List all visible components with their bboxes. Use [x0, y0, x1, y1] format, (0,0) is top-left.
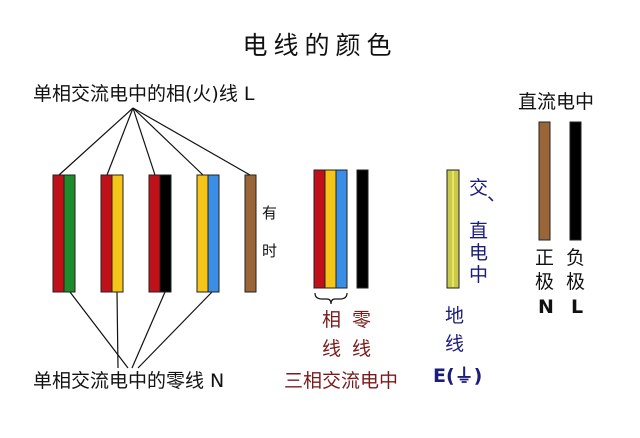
three-phase-caption: 三相交流电中: [284, 370, 398, 392]
sometimes-char-1: 有: [262, 204, 277, 222]
wire-red-black: [148, 174, 172, 293]
neutral-connector-lines: [69, 291, 213, 369]
earth-label-char-2: 线: [445, 333, 464, 355]
dc-caption: 直流电中: [518, 91, 594, 113]
wire-red-green: [52, 174, 76, 293]
positive-char-1: 正: [535, 247, 554, 269]
live-wire-label: 单相交流电中的相(火)线 L: [33, 83, 255, 105]
neutral-wire-label: 单相交流电中的零线 N: [33, 370, 224, 392]
dc-positive-wire: [538, 121, 551, 241]
negative-char-2: 极: [566, 271, 585, 293]
earth-side-char-3: 直: [469, 220, 488, 242]
page-title: 电线的颜色: [242, 31, 397, 60]
phase-char-2: 线: [322, 338, 341, 360]
earth-side-char-1: 交: [469, 177, 488, 199]
three-phase-neutral-wire: [356, 169, 369, 289]
positive-letter: N: [538, 296, 554, 318]
wire-red-yellow: [100, 174, 124, 293]
sometimes-char-2: 时: [262, 242, 277, 260]
dc-negative-wire: [569, 121, 582, 241]
neutral-char-2: 线: [352, 338, 371, 360]
brace: [314, 292, 348, 305]
negative-letter: L: [571, 296, 583, 318]
earth-side-char-2: 、: [487, 183, 506, 205]
live-connector-lines: [58, 107, 251, 176]
phase-char-1: 相: [322, 309, 341, 331]
earth-wire: [446, 169, 460, 289]
wire-yellow-blue: [196, 174, 220, 293]
positive-char-2: 极: [535, 271, 554, 293]
earth-symbol-label: E(⏚): [433, 365, 482, 387]
neutral-char-1: 零: [352, 309, 371, 331]
earth-label-char-1: 地: [445, 305, 464, 327]
negative-char-1: 负: [566, 247, 585, 269]
wire-brown: [244, 174, 257, 293]
earth-side-char-5: 中: [469, 264, 488, 286]
three-phase-live-wires: [313, 169, 348, 289]
earth-side-char-4: 电: [469, 242, 488, 264]
